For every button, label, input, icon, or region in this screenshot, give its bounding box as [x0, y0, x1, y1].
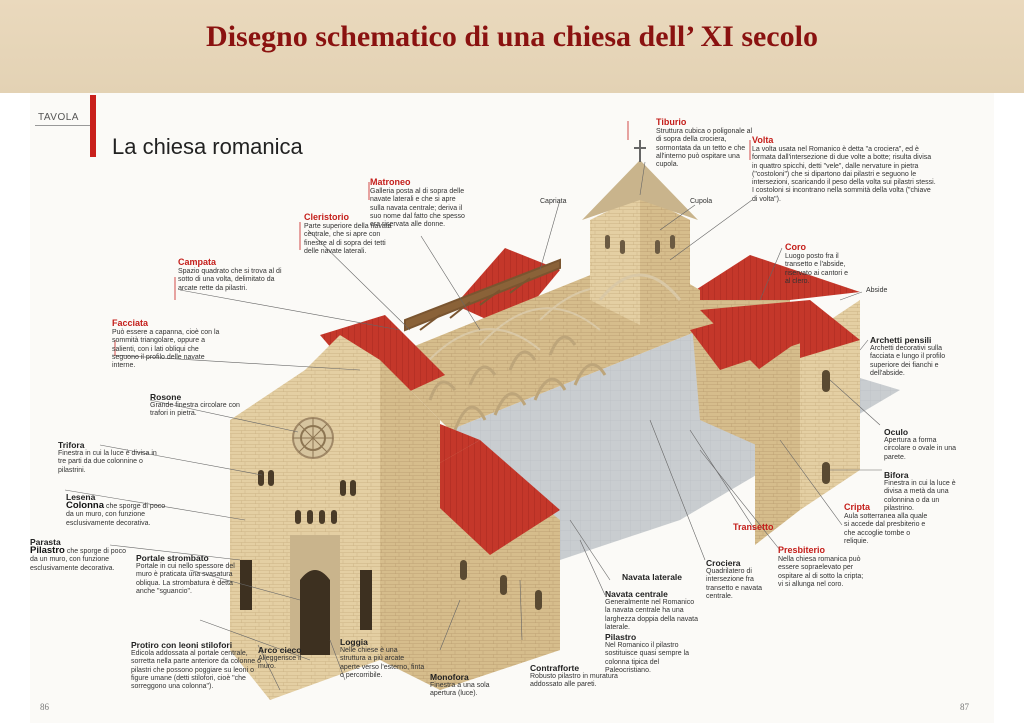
label-navata-laterale: Navata laterale [622, 572, 683, 582]
label-abside: Abside [866, 287, 888, 294]
page-number-right: 87 [960, 702, 969, 712]
tiburio-tower [582, 140, 698, 325]
facade [230, 335, 440, 700]
label-transetto: Transetto [733, 522, 774, 532]
label-cupola: Cupola [690, 198, 713, 205]
slide-title: Disegno schematico di una chiesa dell’ X… [206, 20, 818, 53]
tavola-rule [35, 125, 95, 126]
callout-lines-red [114, 121, 751, 356]
capriata-roof-frame [404, 258, 561, 332]
aisle-roof-right [690, 305, 810, 370]
plate-accent-bar [90, 95, 96, 157]
plate-title: La chiesa romanica [112, 134, 303, 159]
nave-arcade [428, 335, 607, 431]
title-banner: Disegno schematico di una chiesa dell’ X… [0, 0, 1024, 93]
label-capriata: Capriata [540, 198, 567, 205]
callout-lines [64, 161, 882, 691]
page-number-left: 86 [40, 702, 49, 712]
tavola-label: TAVOLA [38, 112, 79, 123]
nave-roof-front [320, 315, 445, 405]
